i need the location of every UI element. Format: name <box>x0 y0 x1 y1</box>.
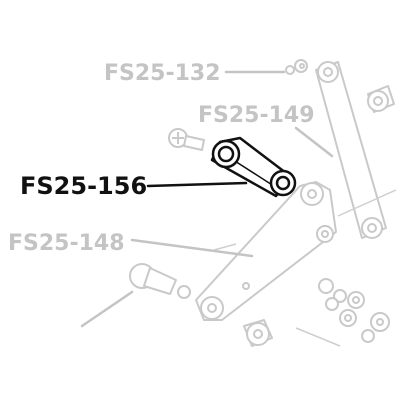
callout-fs25-156: FS25-156 <box>20 172 147 200</box>
small-pin <box>285 59 308 75</box>
leader-lines <box>80 70 334 328</box>
leader-fs25-148 <box>130 238 254 258</box>
bottom-spacer <box>243 319 273 347</box>
cap-screw <box>129 263 191 299</box>
callout-fs25-148: FS25-148 <box>8 231 125 256</box>
background-parts <box>129 59 397 347</box>
highlighted-part-fs25-156 <box>210 136 297 198</box>
right-bushing <box>367 85 395 113</box>
leader-bottom-left <box>80 290 134 328</box>
leader-fs25-149 <box>294 126 334 158</box>
callout-fs25-149: FS25-149 <box>198 103 315 128</box>
leader-fs25-156 <box>146 181 248 188</box>
lower-link-arm <box>195 181 337 321</box>
assembly-axes <box>213 189 397 347</box>
callout-fs25-132: FS25-132 <box>104 61 221 86</box>
upper-link-arm <box>315 61 387 239</box>
left-screw <box>168 128 205 151</box>
bushing-cluster <box>318 278 390 343</box>
